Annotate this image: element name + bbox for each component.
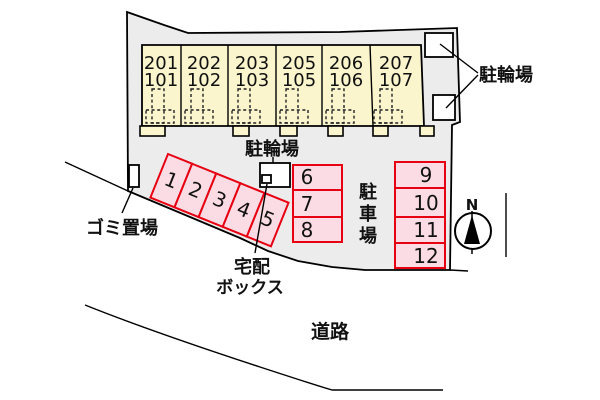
boundary-extension-right xyxy=(449,269,469,272)
parking-space-11 xyxy=(394,216,446,244)
unit-101-label: 101 xyxy=(144,70,178,91)
leader-line-bike-top xyxy=(439,43,479,74)
space-6-number: 6 xyxy=(301,165,314,189)
garbage-box xyxy=(128,164,140,188)
road-edge-line xyxy=(84,304,443,391)
leader-line-garbage xyxy=(121,187,134,214)
porch xyxy=(372,125,389,137)
svg-text:車: 車 xyxy=(359,203,377,225)
unit-206-label: 206 xyxy=(329,53,363,74)
unit-203-label: 203 xyxy=(235,53,269,74)
parking-space-6 xyxy=(292,164,343,191)
building: 201 101 202 102 203 103 205 105 206 106 … xyxy=(139,44,435,137)
space-10-number: 10 xyxy=(413,191,438,215)
space-12-number: 12 xyxy=(413,244,438,268)
porch xyxy=(279,125,298,137)
delivery-box xyxy=(261,174,272,184)
delivery-box-label-line2: ボックス xyxy=(216,278,284,298)
space-7-number: 7 xyxy=(301,192,314,216)
space-11-number: 11 xyxy=(413,218,438,242)
unit-207-label: 207 xyxy=(379,53,413,74)
stair-outlines xyxy=(145,88,403,124)
porch xyxy=(327,125,344,137)
unit-202-label: 202 xyxy=(187,53,221,74)
unit-201-label: 201 xyxy=(144,53,178,74)
unit-103-label: 103 xyxy=(235,70,269,91)
north-label: N xyxy=(466,196,479,214)
unit-205-label: 205 xyxy=(282,53,316,74)
unit-106-label: 106 xyxy=(329,70,363,91)
parking-space-7 xyxy=(292,189,343,218)
unit-105-label: 105 xyxy=(282,70,316,91)
svg-text:場: 場 xyxy=(359,226,377,247)
delivery-box-label-line1: 宅配 xyxy=(234,256,270,278)
porch xyxy=(419,125,435,137)
parking-space-12 xyxy=(394,242,446,269)
parking-space-8 xyxy=(292,216,343,243)
unit-numbers: 201 101 202 102 203 103 205 105 206 106 … xyxy=(144,53,413,91)
parking-block-9-12: 9 10 11 12 xyxy=(394,161,446,269)
space-9-number: 9 xyxy=(420,163,433,187)
parking-block-6-8: 6 7 8 xyxy=(292,164,343,243)
leader-line-delivery xyxy=(254,183,268,254)
north-compass-icon: N xyxy=(454,196,492,254)
porch xyxy=(139,125,166,137)
space-8-number: 8 xyxy=(301,218,314,242)
porch xyxy=(232,125,250,137)
parking-space-10 xyxy=(394,187,446,218)
parking-lot-label: 駐 車 場 xyxy=(359,181,377,247)
parking-space-5 xyxy=(245,191,290,248)
road-label: 道路 xyxy=(311,320,350,343)
unit-107-label: 107 xyxy=(379,70,413,91)
bicycle-parking-box-bottom xyxy=(432,94,456,121)
garbage-label: ゴミ置場 xyxy=(86,217,158,239)
bicycle-parking-label-mid: 駐輪場 xyxy=(245,138,299,160)
unit-divider xyxy=(369,44,374,127)
leader-line-bike-bottom xyxy=(445,74,479,109)
svg-text:駐: 駐 xyxy=(359,181,377,203)
parking-block-1-5: 1 2 3 4 5 xyxy=(149,152,290,248)
unit-102-label: 102 xyxy=(187,70,221,91)
bicycle-parking-label-right: 駐輪場 xyxy=(479,64,533,86)
boundary-extension-left xyxy=(64,161,129,192)
bicycle-parking-box-top xyxy=(424,32,454,58)
parking-space-9 xyxy=(394,161,446,189)
